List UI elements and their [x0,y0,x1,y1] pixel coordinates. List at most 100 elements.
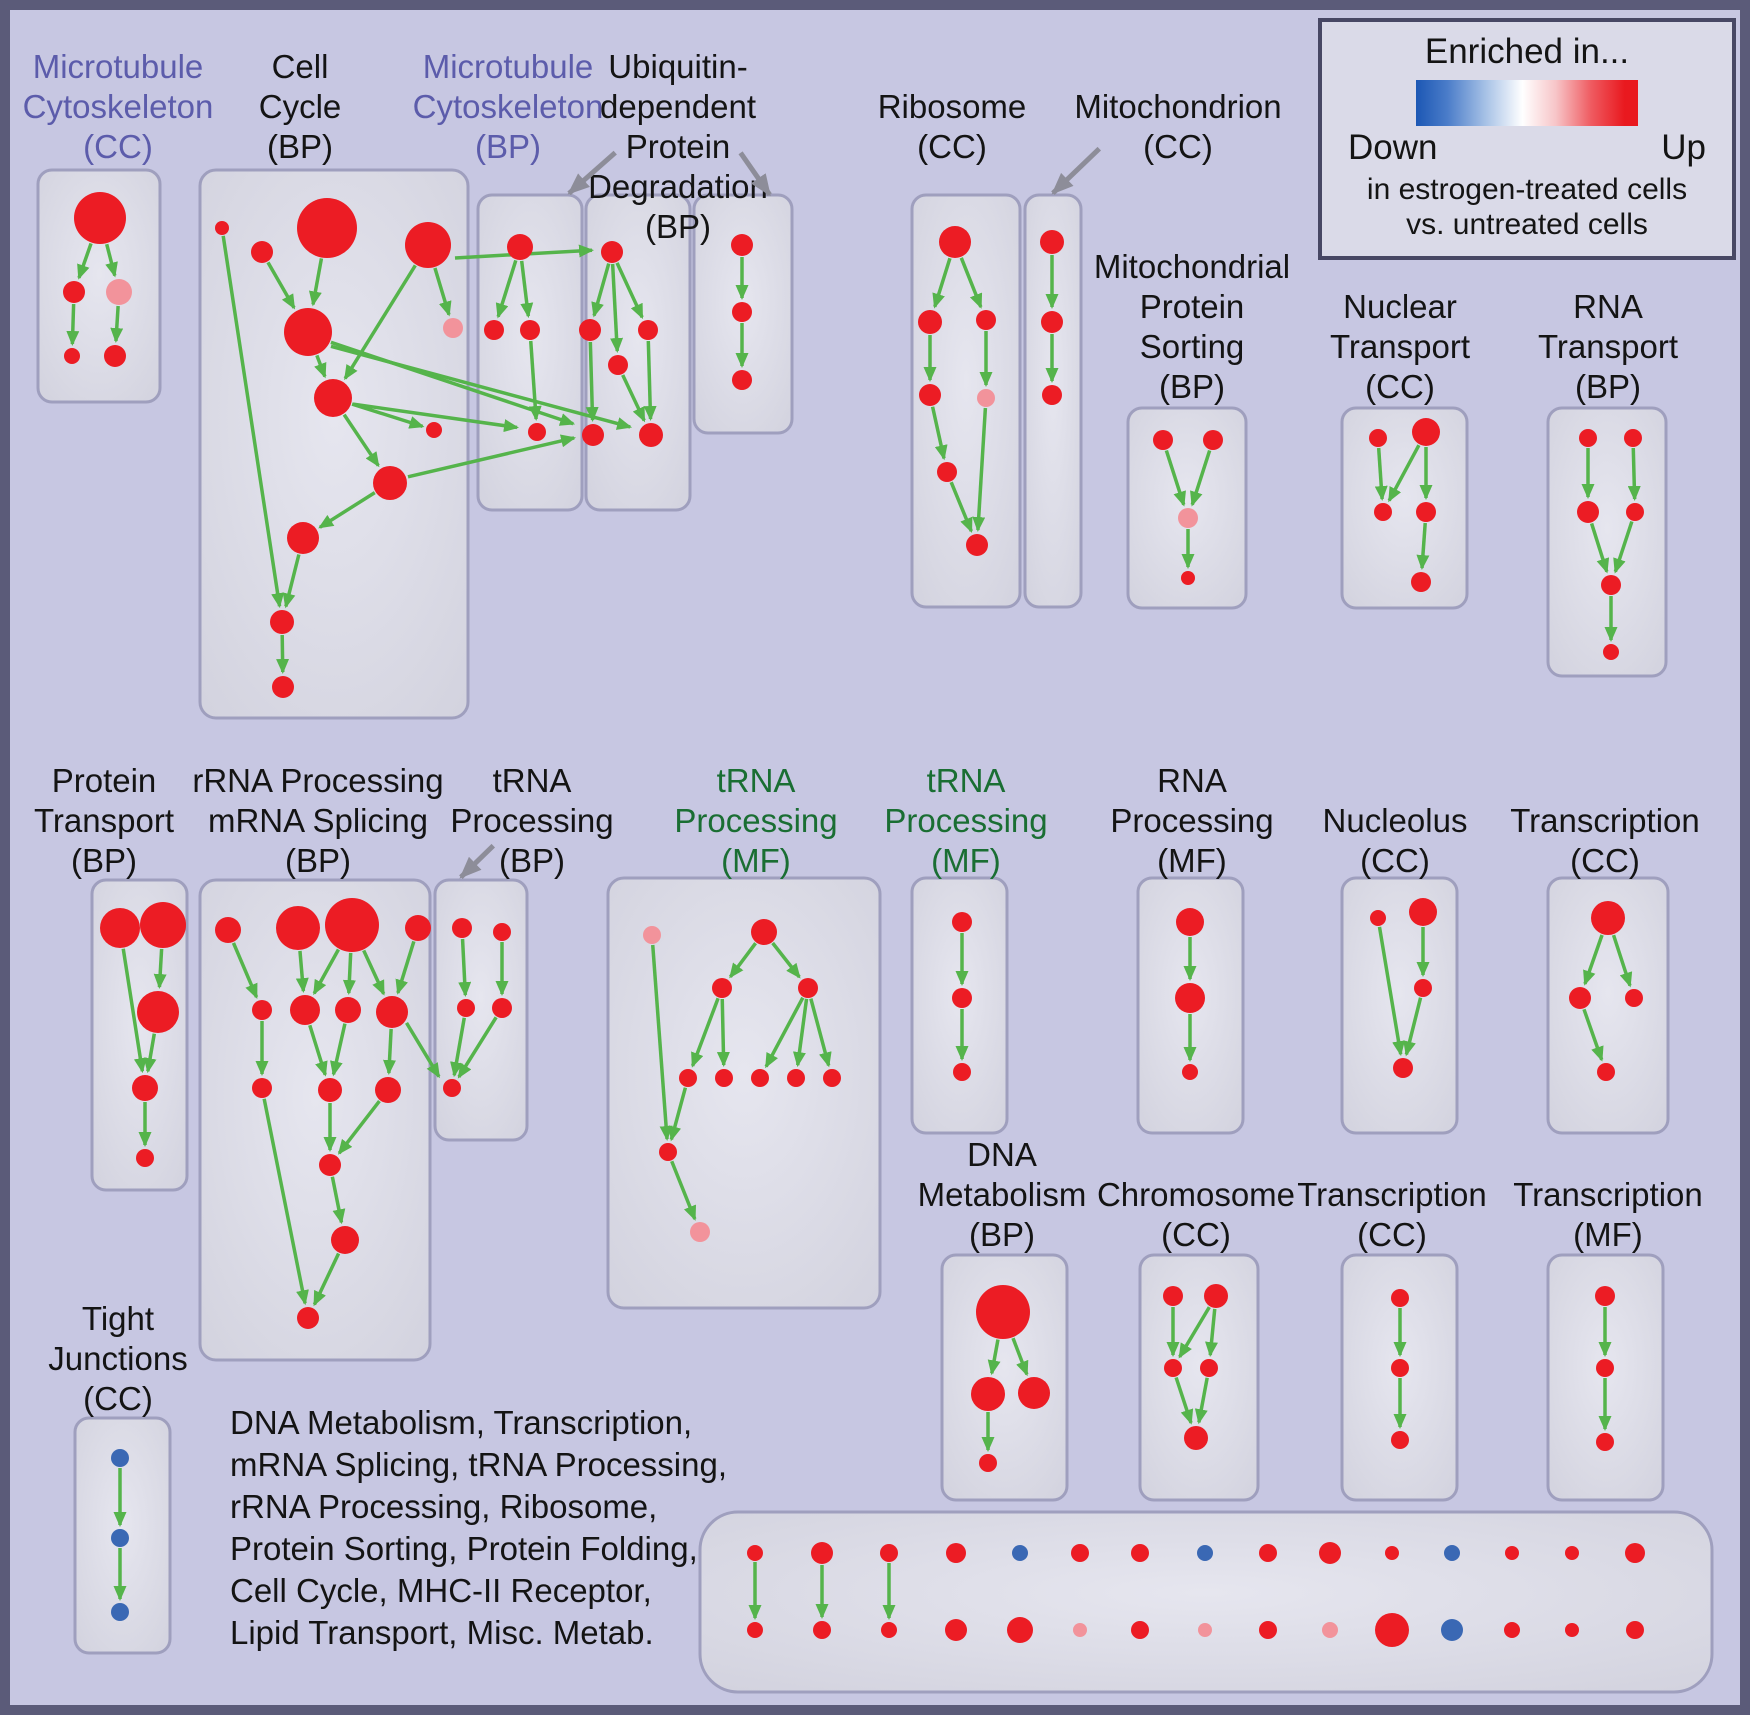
dna-metabolism-bp-label: DNA [967,1136,1037,1173]
microtubule-cytoskeleton-cc-edge [110,305,124,344]
trna-processing-mf-small-node [953,1063,971,1081]
protein-transport-bp-node [100,908,140,948]
mitochondrion-cc-label: (CC) [1143,128,1213,165]
ubiquitin-protein-degradation-bp-left-edge [643,340,657,422]
microtubule-cytoskeleton-bp-label: Microtubule [423,48,594,85]
cell-cycle-bp-node [272,676,294,698]
rna-processing-mf-node [1182,1064,1198,1080]
trna-processing-mf-large-label: (MF) [721,842,791,879]
cell-cycle-bp-edge [433,267,452,317]
microtubule-cytoskeleton-bp-label: Cytoskeleton [413,88,604,125]
mitochondrial-protein-sorting-bp-node [1153,430,1173,450]
rrna-processing-mrna-splicing-bp-label: rRNA Processing [192,762,443,799]
rna-transport-bp-node [1603,644,1619,660]
ubiquitin-protein-degradation-bp-left-node [608,355,628,375]
nucleolus-cc-node [1370,910,1386,926]
mixed-categories-grid-box [698,1510,1714,1694]
protein-transport-bp-node [137,991,179,1033]
mixed-categories-grid-node [1197,1545,1213,1561]
trna-processing-mf-large-edge [670,1160,697,1221]
mixed-categories-grid-node [1259,1621,1277,1639]
trna-processing-mf-large-edge [729,942,757,979]
nuclear-transport-cc-label: Transport [1330,328,1470,365]
rna-transport-bp-node [1579,429,1597,447]
cell-cycle-bp-box [198,168,470,720]
transcription-cc-upper-edge [1583,934,1604,986]
mixed-categories-grid-node [747,1622,763,1638]
transcription-cc-upper-edge [1611,934,1633,988]
rrna-processing-mrna-splicing-bp-edge [362,949,386,996]
nucleolus-cc-edge [1403,997,1423,1057]
rrna-processing-mrna-splicing-bp-edge [383,1028,397,1076]
mixed-categories-grid-node [1441,1619,1463,1641]
transcription-cc-lower-label: (CC) [1357,1216,1427,1253]
legend-down-label: Down [1348,128,1438,167]
misc-list-line: Protein Sorting, Protein Folding, [230,1530,698,1567]
trna-processing-mf-large-edge [650,944,673,1142]
trna-processing-mf-small-label: tRNA [927,762,1006,799]
trna-processing-mf-large-node [798,978,818,998]
protein-transport-bp-node [132,1075,158,1101]
trna-processing-bp-box [433,878,529,1142]
rrna-processing-mrna-splicing-bp-node [290,995,320,1025]
ribosome-cc-label: (CC) [917,128,987,165]
ribosome-cc-edge [972,407,988,533]
dna-metabolism-bp-node [976,1285,1030,1339]
rrna-processing-mrna-splicing-bp-edge [330,1176,346,1225]
cell-cycle-bp-node [405,222,451,268]
mixed-categories-grid-node [747,1545,763,1561]
mitochondrion-cc-label: Mitochondrion [1074,88,1281,125]
protein-transport-bp-edge [143,1033,157,1074]
microtubule-cytoskeleton-cc-node [106,279,132,305]
nucleolus-cc-box [1340,876,1459,1135]
legend-subtitle-line2: vs. untreated cells [1406,208,1648,241]
rna-transport-bp-box [1546,406,1668,678]
transcription-cc-upper-node [1597,1063,1615,1081]
trna-processing-mf-large-edge [716,998,730,1068]
nuclear-transport-cc-label: (CC) [1365,368,1435,405]
nuclear-transport-cc-node [1412,418,1440,446]
cross-cluster-edge [407,434,577,479]
trna-processing-bp-edge [458,938,472,998]
rna-processing-mf-node [1176,908,1204,936]
cell-cycle-bp-label: Cell [272,48,329,85]
ubiquitin-protein-degradation-bp-left-node [579,319,601,341]
ribosome-cc-edge [949,481,973,533]
mitochondrial-protein-sorting-bp-node [1181,571,1195,585]
trna-processing-bp-label: (BP) [499,842,565,879]
ribosome-cc-edge [932,257,952,309]
mixed-categories-grid-node [946,1543,966,1563]
nuclear-transport-cc-node [1374,503,1392,521]
cell-cycle-bp-edge [314,354,327,379]
mixed-categories-grid-node [945,1619,967,1641]
cell-cycle-bp-edge [308,258,324,307]
rrna-processing-mrna-splicing-bp-node [297,1307,319,1329]
rrna-processing-mrna-splicing-bp-edge [295,950,309,994]
cell-cycle-bp-node [270,610,294,634]
transcription-cc-lower-node [1391,1431,1409,1449]
rrna-processing-mrna-splicing-bp-node [319,1154,341,1176]
microtubule-cytoskeleton-bp-node [528,423,546,441]
misc-category-list: DNA Metabolism, Transcription, mRNA Spli… [230,1402,727,1654]
ubiquitin-protein-degradation-bp-left-edge [621,374,646,423]
transcription-mf-node [1595,1286,1615,1306]
cell-cycle-bp-node [443,318,463,338]
ribosome-cc-edge [959,257,983,309]
trna-processing-mf-large-edge [809,998,832,1068]
chromosome-cc-edge [1174,1376,1194,1425]
trna-processing-mf-large-node [787,1069,805,1087]
ribosome-cc-node [976,310,996,330]
dna-metabolism-bp-node [1018,1377,1050,1409]
cell-cycle-bp-label: (BP) [267,128,333,165]
mixed-categories-grid-node [1319,1542,1341,1564]
mixed-categories-grid-node [813,1621,831,1639]
microtubule-cytoskeleton-cc-node [74,192,126,244]
ribosome-cc-node [977,389,995,407]
trna-processing-mf-large-node [659,1143,677,1161]
trna-processing-bp-node [457,999,475,1017]
mixed-categories-grid-node [881,1622,897,1638]
microtubule-cytoskeleton-cc-label: Microtubule [33,48,204,85]
microtubule-cytoskeleton-bp-node [507,234,533,260]
nucleolus-cc-node [1409,898,1437,926]
